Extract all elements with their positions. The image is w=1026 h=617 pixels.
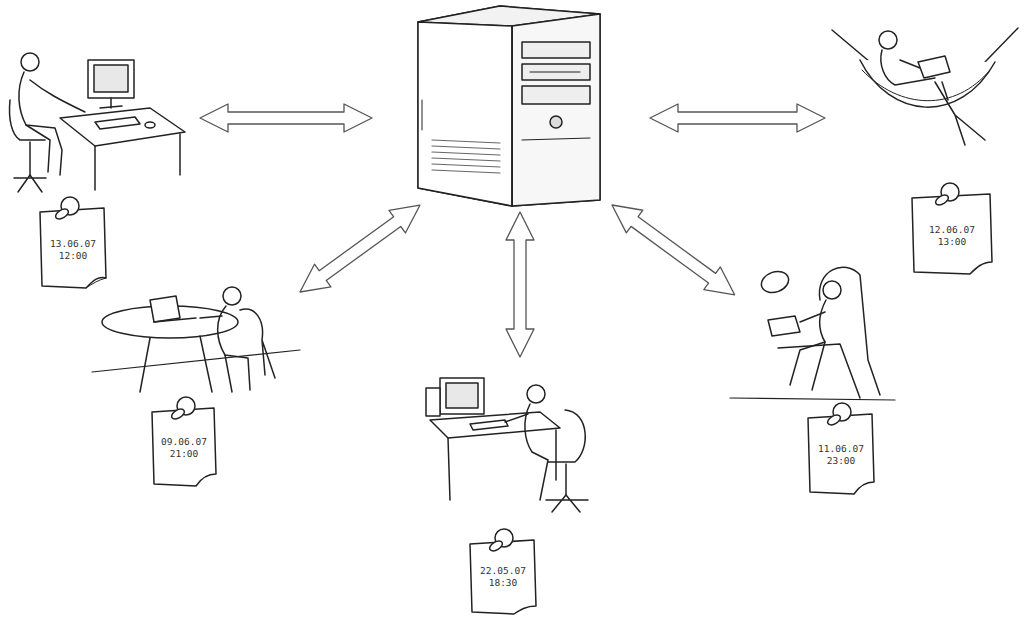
- note-date: 09.06.07 21:00: [157, 436, 211, 460]
- double-arrow: [200, 104, 825, 357]
- person-at-table: [92, 287, 300, 392]
- person-in-hammock: [832, 28, 1018, 145]
- person-in-armchair: [730, 267, 895, 400]
- person-at-desk: [9, 53, 185, 192]
- note-date: 12.06.07 13:00: [925, 224, 979, 248]
- note-date: 22.05.07 18:30: [476, 565, 530, 589]
- person-at-desk: [426, 378, 588, 512]
- pinned-note: [40, 183, 992, 614]
- server-tower: [418, 6, 600, 206]
- note-date: 11.06.07 23:00: [814, 443, 868, 467]
- note-date: 13.06.07 12:00: [46, 238, 100, 262]
